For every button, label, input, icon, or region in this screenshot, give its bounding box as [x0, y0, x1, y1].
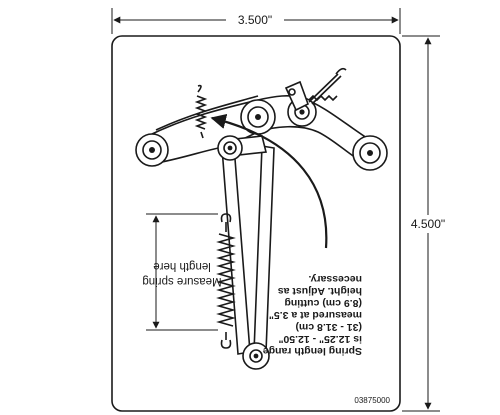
instruction-line4: measured at a 3.5"	[269, 309, 362, 321]
measured-spring	[216, 213, 236, 349]
instruction-line1: Spring length range	[263, 345, 362, 357]
pulley-left	[135, 133, 169, 167]
instruction-line7: necessary.	[308, 273, 362, 285]
width-dimension: 3.500"	[111, 8, 401, 34]
instruction-line6: height. Adjust as	[278, 285, 362, 297]
spring-instructions: Spring length range is 12.25" - 12.50" (…	[263, 273, 362, 357]
instruction-line5: (8.9 cm) cutting	[284, 297, 362, 309]
decal-outline	[111, 35, 401, 412]
instruction-line3: (31 - 31.8 cm)	[295, 321, 362, 333]
height-label: 4.500"	[411, 217, 445, 231]
pulley-right	[352, 135, 388, 171]
pointer-arrow	[210, 113, 328, 249]
pulley-bottom	[242, 342, 270, 370]
width-label: 3.500"	[238, 13, 272, 27]
measure-dimension	[146, 213, 218, 331]
installed-spring-left	[194, 84, 208, 139]
height-dimension: 4.500"	[402, 35, 454, 412]
pulley-idler	[217, 135, 243, 161]
part-number: 03875000	[354, 396, 390, 405]
instruction-line2: is 12.25" - 12.50"	[278, 333, 362, 345]
measure-note: Measure spring length here	[142, 260, 221, 287]
measure-note-line1: Measure spring	[142, 275, 221, 287]
tension-bracket	[284, 80, 309, 112]
measure-note-line2: length here	[153, 260, 211, 272]
pulley-center	[240, 99, 276, 135]
belt	[151, 95, 371, 167]
installed-spring-right	[308, 67, 347, 105]
